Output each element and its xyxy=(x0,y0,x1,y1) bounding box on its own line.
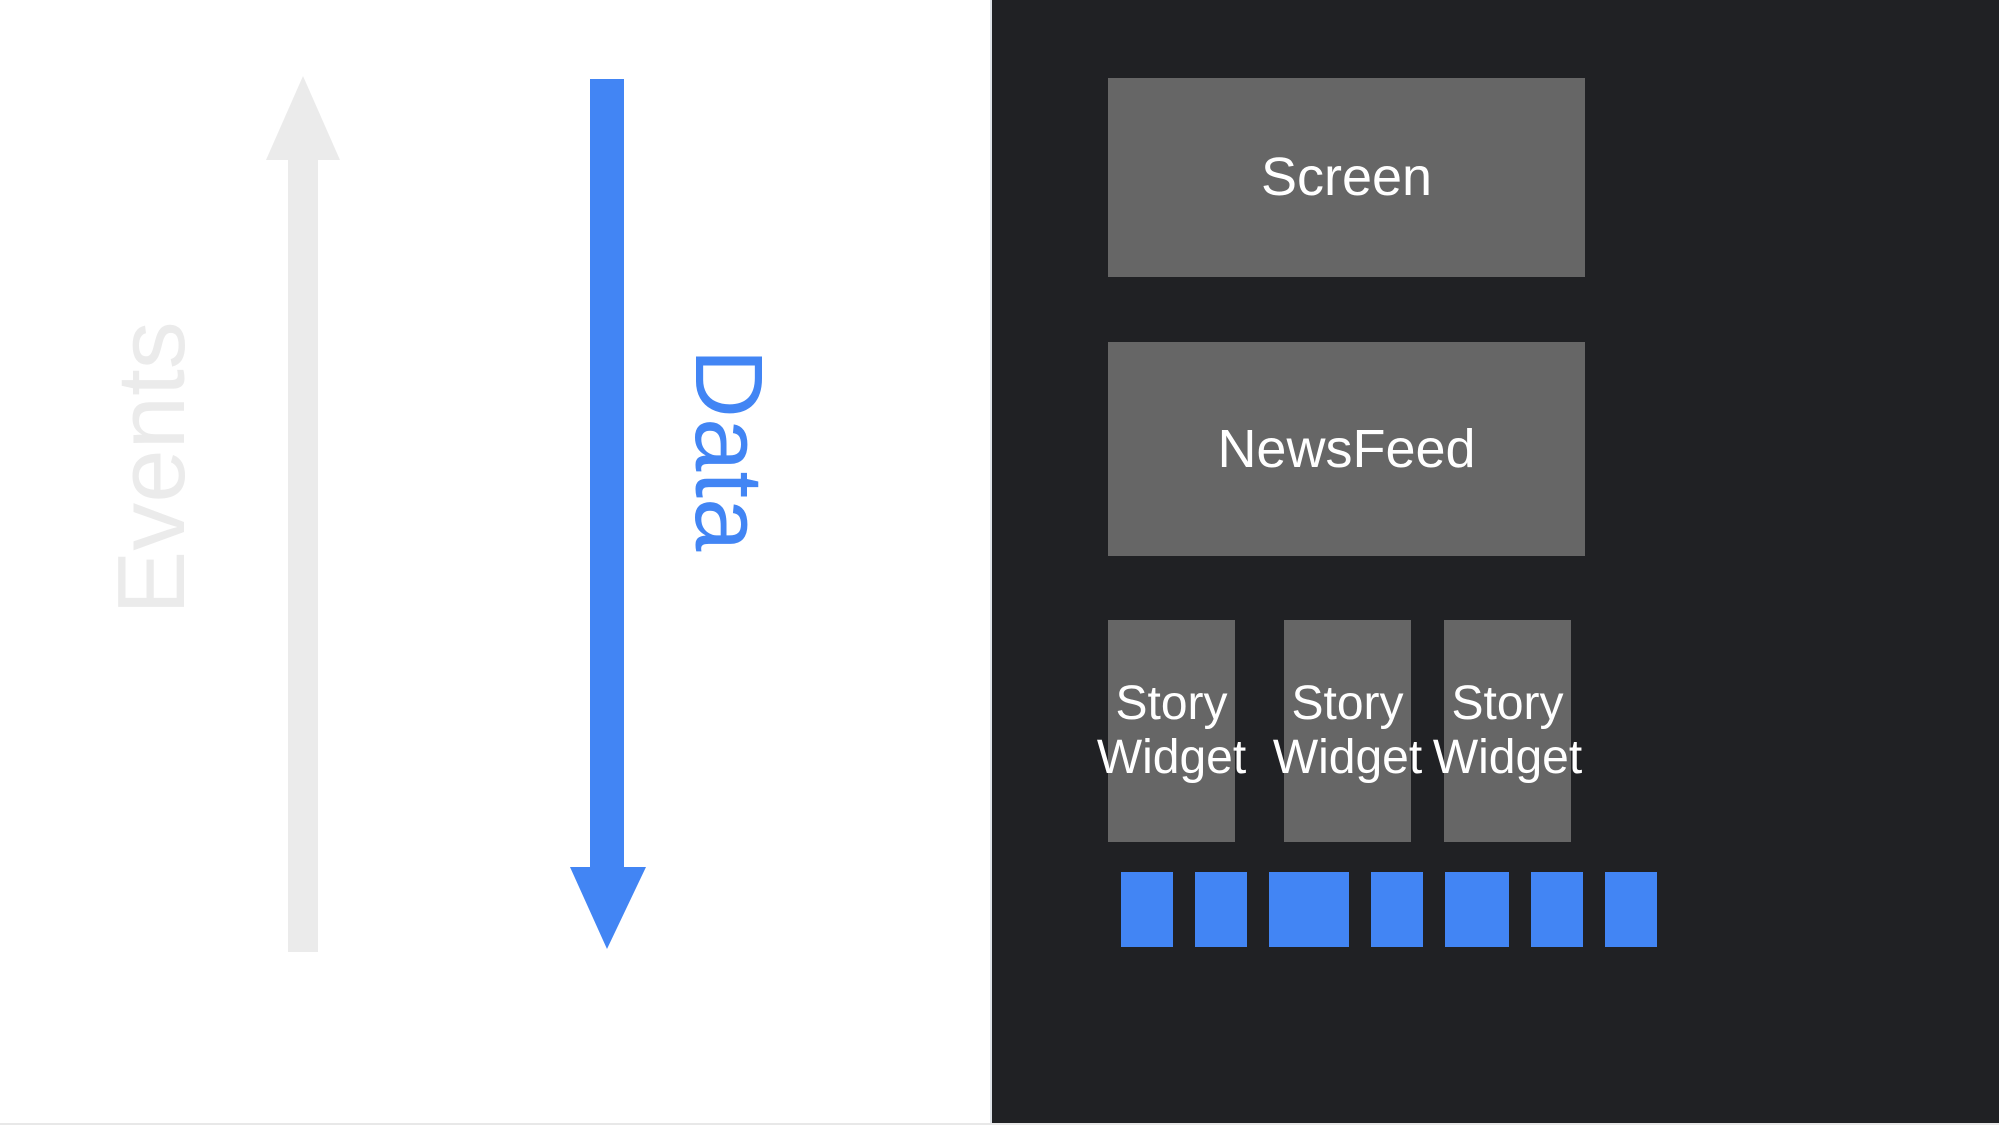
leaf-node[interactable] xyxy=(1605,872,1657,947)
data-axis-label: Data xyxy=(675,348,782,552)
node-story-widget[interactable]: Story Widget xyxy=(1097,620,1246,842)
node-story-widget[interactable]: Story Widget xyxy=(1433,620,1582,842)
node-newsfeed-label: NewsFeed xyxy=(1217,418,1476,479)
events-axis-label: Events xyxy=(98,321,205,615)
story-label-line2: Widget xyxy=(1272,731,1423,784)
node-story-widget-label: Story Widget xyxy=(1097,677,1246,785)
story-label-line1: Story xyxy=(1115,677,1228,731)
node-story-widget[interactable]: Story Widget xyxy=(1273,620,1422,842)
node-newsfeed[interactable]: NewsFeed xyxy=(1108,342,1585,556)
story-label-line2: Widget xyxy=(1096,731,1247,784)
node-story-widget-label: Story Widget xyxy=(1433,677,1582,785)
leaf-node[interactable] xyxy=(1121,872,1173,947)
node-screen-label: Screen xyxy=(1260,147,1433,208)
arrow-down-icon xyxy=(570,79,646,949)
leaf-node-group xyxy=(1457,872,1657,947)
story-label-line1: Story xyxy=(1291,677,1404,731)
flow-axis-pane: Events Data xyxy=(0,0,990,1123)
leaf-node[interactable] xyxy=(1297,872,1349,947)
leaf-node[interactable] xyxy=(1371,872,1423,947)
leaf-node[interactable] xyxy=(1531,872,1583,947)
story-label-line1: Story xyxy=(1451,677,1564,731)
component-tree-pane: Screen NewsFeed Story Widget Story Widge… xyxy=(990,0,1999,1123)
story-label-line2: Widget xyxy=(1432,731,1583,784)
leaf-node-group xyxy=(1121,872,1321,947)
leaf-node[interactable] xyxy=(1195,872,1247,947)
arrow-up-icon xyxy=(266,76,340,952)
node-screen[interactable]: Screen xyxy=(1108,78,1585,277)
node-story-widget-label: Story Widget xyxy=(1273,677,1422,785)
leaf-node[interactable] xyxy=(1457,872,1509,947)
